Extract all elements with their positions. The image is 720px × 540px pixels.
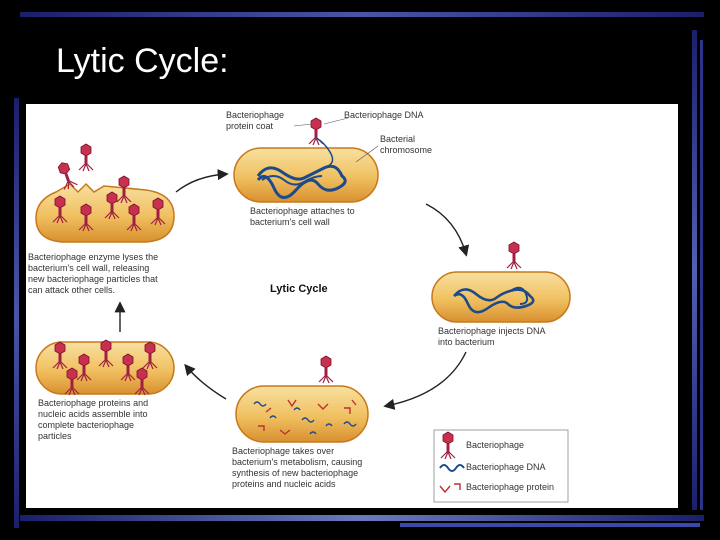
caption-assembly-1: Bacteriophage proteins and <box>38 398 148 408</box>
slide-title: Lytic Cycle: <box>56 42 229 80</box>
arrow-right-bottom <box>383 351 467 410</box>
arrow-top-right <box>425 203 470 257</box>
frame-right-accent <box>700 40 703 510</box>
legend: Bacteriophage Bacteriophage DNA Bacterio… <box>433 429 569 503</box>
cycle-arrows <box>114 168 470 410</box>
diagram-center-title: Lytic Cycle <box>270 283 328 295</box>
bacteriophage-icon <box>506 241 522 270</box>
bacteriophage-icon <box>318 355 334 384</box>
bacterium-cell <box>235 385 369 443</box>
frame-bottom-bar <box>20 515 704 521</box>
bacterial-chromosome <box>256 164 347 199</box>
caption-synthesis-4: proteins and nucleic acids <box>232 479 336 489</box>
caption-attach-2: bacterium's cell wall <box>250 217 330 227</box>
caption-assembly-2: nucleic acids assemble into <box>38 409 148 419</box>
caption-lysis-4: can attack other cells. <box>28 285 115 295</box>
stage-attach: Bacteriophage protein coat Bacteriophage… <box>226 110 432 227</box>
caption-lysis-2: bacterium's cell wall, releasing <box>28 263 149 273</box>
label-phage-dna: Bacteriophage DNA <box>344 110 424 120</box>
label-protein-coat: Bacteriophage <box>226 110 284 120</box>
caption-inject-2: into bacterium <box>438 337 495 347</box>
protein-icon <box>439 483 461 494</box>
legend-item-protein: Bacteriophage protein <box>466 482 554 492</box>
stage-assembly: Bacteriophage proteins and nucleic acids… <box>35 339 175 441</box>
stage-inject: Bacteriophage injects DNA into bacterium <box>431 241 571 347</box>
frame-top-bar <box>20 12 704 17</box>
dna-icon <box>439 464 465 472</box>
bacterium-cell <box>233 147 379 203</box>
bacterium-cell <box>431 271 571 323</box>
bacteriophage-icon <box>78 143 94 172</box>
caption-synthesis-2: bacterium's metabolism, causing <box>232 457 362 467</box>
caption-assembly-4: particles <box>38 431 72 441</box>
caption-assembly-3: complete bacteriophage <box>38 420 134 430</box>
label-chromosome-2: chromosome <box>380 145 432 155</box>
frame-right-bar <box>692 30 697 510</box>
caption-attach-1: Bacteriophage attaches to <box>250 206 355 216</box>
legend-item-dna: Bacteriophage DNA <box>466 462 546 472</box>
bacteriophage-icon <box>54 159 79 192</box>
caption-lysis-3: new bacteriophage particles that <box>28 274 158 284</box>
label-protein-coat-2: protein coat <box>226 121 274 131</box>
injected-dna <box>453 288 535 314</box>
lysed-bacterium-cell <box>35 182 175 243</box>
caption-synthesis-1: Bacteriophage takes over <box>232 446 334 456</box>
arrow-bottom-left <box>184 363 227 400</box>
caption-synthesis-3: synthesis of new bacteriophage <box>232 468 358 478</box>
dna-and-protein-fragments <box>253 399 357 435</box>
frame-bottom-accent <box>400 523 700 527</box>
label-chromosome: Bacterial <box>380 134 415 144</box>
lytic-cycle-diagram: Bacteriophage protein coat Bacteriophage… <box>26 104 678 508</box>
legend-item-phage: Bacteriophage <box>466 440 524 450</box>
stage-synthesis: Bacteriophage takes over bacterium's met… <box>232 355 369 489</box>
frame-left-bar <box>14 98 19 528</box>
arrow-left-top <box>175 168 229 193</box>
phage-dna-strand <box>315 137 334 167</box>
stage-lysis: Bacteriophage enzyme lyses the bacterium… <box>28 143 175 295</box>
caption-lysis-1: Bacteriophage enzyme lyses the <box>28 252 158 262</box>
caption-inject-1: Bacteriophage injects DNA <box>438 326 546 336</box>
